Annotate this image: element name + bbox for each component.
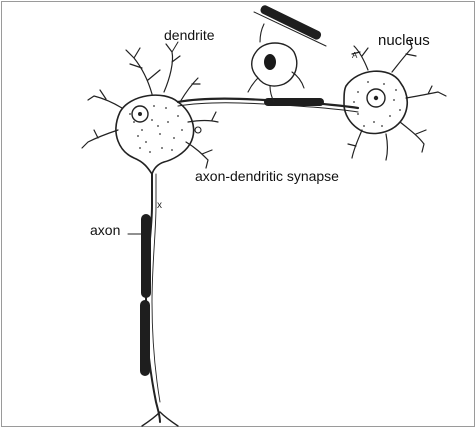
myelin-sheath-lower <box>140 300 150 376</box>
dendrite-label-pointer <box>172 42 178 52</box>
right-neuron <box>344 40 446 160</box>
left-neuron <box>82 44 218 174</box>
myelin-segment-diagonal <box>259 4 322 41</box>
right-cytoplasm-stipple <box>353 81 401 127</box>
myelin-sheath-upper <box>141 214 151 298</box>
label-axon-dendritic-synapse: axon-dendritic synapse <box>195 169 339 183</box>
label-nucleus: nucleus <box>378 33 430 48</box>
left-cytoplasm-stipple <box>129 105 183 153</box>
a-mark: A <box>352 51 358 60</box>
label-axon: axon <box>90 223 120 237</box>
x-mark: x <box>157 200 162 211</box>
label-dendrite: dendrite <box>164 28 215 42</box>
left-cell-body <box>116 95 194 174</box>
middle-cell <box>248 24 304 102</box>
main-axon <box>146 174 160 422</box>
